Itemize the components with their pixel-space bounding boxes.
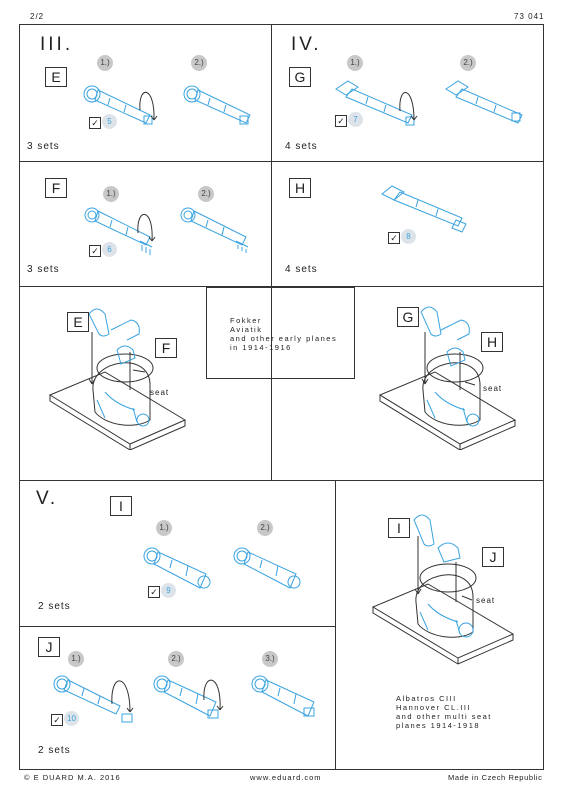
assembly-gh-drawing: [378, 306, 517, 450]
set-j-letter: J: [38, 637, 60, 657]
set-j-part-number: 10: [64, 711, 79, 726]
set-j-count: 2 sets: [38, 745, 71, 756]
assembly-label-f: F: [155, 338, 177, 358]
page-number: 2/2: [30, 12, 45, 21]
set-e-count: 3 sets: [27, 141, 60, 152]
assembly-ij-seat-label: seat: [476, 596, 496, 605]
belt-g-step1-drawing: [335, 80, 418, 126]
set-g-count: 4 sets: [285, 141, 318, 152]
set-i-step1: 1.): [156, 520, 172, 536]
assembly-label-j: J: [482, 547, 504, 567]
belt-j-step2-drawing: [153, 675, 224, 719]
assembly-ef-drawing: [48, 308, 187, 450]
belt-e-step1-drawing: [83, 85, 158, 125]
set-h-checkbox[interactable]: ✓: [388, 232, 400, 244]
belt-i-step2-drawing: [233, 547, 301, 589]
set-f-count: 3 sets: [27, 264, 60, 275]
set-e-checkbox[interactable]: ✓: [89, 117, 101, 129]
set-i-count: 2 sets: [38, 601, 71, 612]
set-e-step2: 2.): [191, 55, 207, 71]
set-f-checkbox[interactable]: ✓: [89, 245, 101, 257]
set-g-part-number: 7: [348, 112, 363, 127]
note-early-planes: Fokker Aviatik and other early planes in…: [230, 316, 338, 352]
set-i-checkbox[interactable]: ✓: [148, 586, 160, 598]
belt-h-drawing: [381, 185, 467, 233]
assembly-ij-drawing: [371, 514, 515, 665]
set-i-letter: I: [110, 496, 132, 516]
assembly-label-g: G: [397, 307, 419, 327]
section-iii-title: III.: [40, 34, 74, 55]
assembly-gh-seat-label: seat: [483, 384, 503, 393]
note-multiseat-planes: Albatros CIII Hannover CL.III and other …: [396, 694, 492, 730]
footer-url[interactable]: www.eduard.com: [250, 773, 322, 782]
set-i-step2: 2.): [257, 520, 273, 536]
set-j-step2: 2.): [168, 651, 184, 667]
belt-e-step2-drawing: [183, 85, 251, 125]
set-e-step1: 1.): [97, 55, 113, 71]
set-e-part-number: 5: [102, 114, 117, 129]
assembly-ef-seat-label: seat: [150, 388, 170, 397]
set-i-part-number: 9: [161, 583, 176, 598]
belt-f-step2-drawing: [180, 207, 249, 253]
set-g-checkbox[interactable]: ✓: [335, 115, 347, 127]
set-g-letter: G: [289, 67, 311, 87]
set-j-checkbox[interactable]: ✓: [51, 714, 63, 726]
belt-j-step3-drawing: [251, 675, 315, 717]
set-f-letter: F: [45, 178, 67, 198]
set-j-step1: 1.): [68, 651, 84, 667]
belt-f-step1-drawing: [84, 207, 156, 255]
assembly-label-e: E: [67, 312, 89, 332]
product-code: 73 041: [514, 12, 545, 21]
assembly-label-i: I: [388, 518, 410, 538]
belt-i-step1-drawing: [143, 547, 211, 589]
section-iv-title: IV.: [291, 34, 322, 55]
set-g-step1: 1.): [347, 55, 363, 71]
section-v-title: V.: [36, 488, 59, 509]
belt-g-step2-drawing: [445, 80, 523, 124]
set-j-step3: 3.): [262, 651, 278, 667]
footer-copyright: © E DUARD M.A. 2016: [24, 773, 121, 782]
set-f-step2: 2.): [198, 186, 214, 202]
set-h-part-number: 8: [401, 229, 416, 244]
set-h-letter: H: [289, 178, 311, 198]
set-e-letter: E: [45, 67, 67, 87]
set-h-count: 4 sets: [285, 264, 318, 275]
belt-j-step1-drawing: [53, 675, 134, 723]
assembly-label-h: H: [481, 332, 503, 352]
footer-made-in: Made in Czech Republic: [448, 773, 543, 782]
set-f-step1: 1.): [103, 186, 119, 202]
set-f-part-number: 6: [102, 242, 117, 257]
set-g-step2: 2.): [460, 55, 476, 71]
